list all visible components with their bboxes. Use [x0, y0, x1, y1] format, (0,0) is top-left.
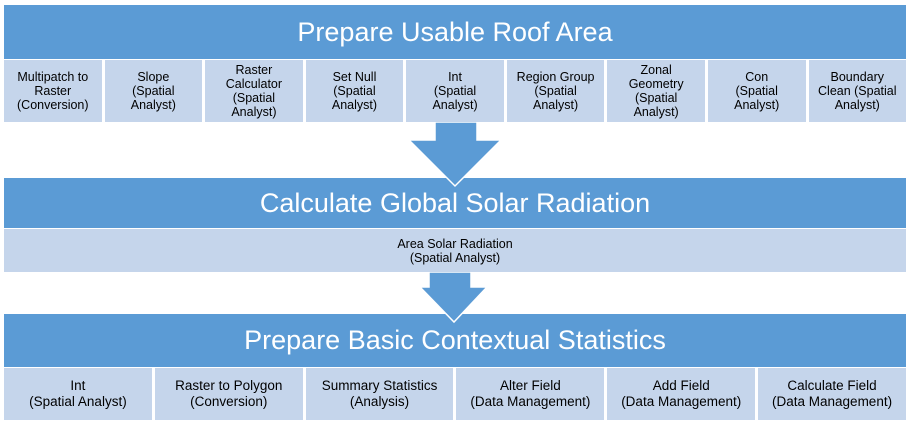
- tool-box: Slope (Spatial Analyst): [104, 60, 203, 122]
- stage-header-contextual-statistics: Prepare Basic Contextual Statistics: [4, 314, 906, 367]
- tool-box: Zonal Geometry (Spatial Analyst): [607, 60, 705, 122]
- tool-box: Add Field (Data Management): [607, 368, 756, 420]
- tool-box: Int (Spatial Analyst): [4, 368, 152, 420]
- stage-tools-contextual-statistics: Int (Spatial Analyst) Raster to Polygon …: [4, 368, 906, 420]
- stage-tools-roof-area: Multipatch to Raster (Conversion) Slope …: [4, 60, 907, 122]
- tool-box: Alter Field (Data Management): [456, 368, 605, 420]
- flow-arrow-down-icon: [418, 272, 489, 324]
- stage-tools-solar-radiation: Area Solar Radiation (Spatial Analyst): [4, 229, 906, 272]
- tool-box: Area Solar Radiation (Spatial Analyst): [4, 229, 906, 272]
- flow-arrow-down-icon: [407, 122, 503, 188]
- tool-box: Con (Spatial Analyst): [707, 60, 806, 122]
- tool-box: Raster Calculator (Spatial Analyst): [205, 60, 303, 122]
- tool-box: Summary Statistics (Analysis): [305, 368, 454, 420]
- tool-box: Boundary Clean (Spatial Analyst): [808, 60, 907, 122]
- tool-box: Raster to Polygon (Conversion): [154, 368, 303, 420]
- tool-box: Int (Spatial Analyst): [406, 60, 504, 122]
- tool-box: Calculate Field (Data Management): [758, 368, 906, 420]
- tool-box: Multipatch to Raster (Conversion): [4, 60, 102, 122]
- stage-header-roof-area: Prepare Usable Roof Area: [4, 5, 906, 59]
- tool-box: Region Group (Spatial Analyst): [506, 60, 605, 122]
- tool-box: Set Null (Spatial Analyst): [305, 60, 404, 122]
